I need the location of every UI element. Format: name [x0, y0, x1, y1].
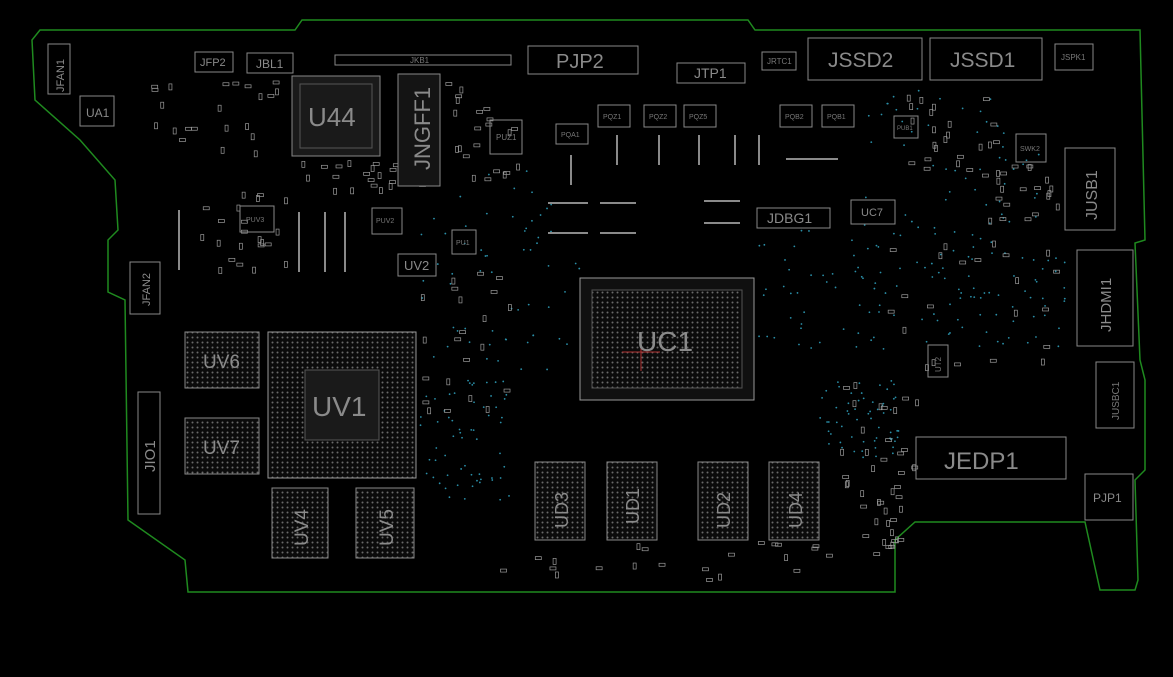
- label-jbl1: JBL1: [256, 57, 284, 71]
- label-pu1: PU1: [456, 240, 470, 247]
- label-uv7: UV7: [203, 438, 240, 459]
- label-u44: U44: [308, 102, 356, 132]
- component-uv2: UV2: [397, 253, 437, 277]
- component-puv2: PUV2: [371, 207, 403, 235]
- component-pqz5: PQZ5: [683, 104, 717, 128]
- component-jedp1: JEDP1: [915, 436, 1067, 480]
- component-pjp1: PJP1: [1084, 473, 1134, 521]
- label-jtp1: JTP1: [694, 65, 727, 81]
- label-puv3: PUV3: [246, 217, 264, 224]
- label-jhdmi1: JHDMI1: [1098, 278, 1115, 332]
- label-jfan1: JFAN1: [55, 59, 67, 92]
- component-jfp2: JFP2: [194, 51, 234, 73]
- component-jhdmi1: JHDMI1: [1076, 249, 1134, 347]
- label-ud4: UD4: [786, 492, 806, 528]
- component-uv4: UV4: [271, 487, 329, 559]
- component-jbl1: JBL1: [246, 52, 294, 74]
- component-ua1: UA1: [79, 95, 115, 127]
- label-ud3: UD3: [552, 492, 572, 528]
- label-jssd2: JSSD2: [828, 49, 893, 72]
- component-pqb1: PQB1: [821, 104, 855, 128]
- label-jkb1: JKB1: [410, 56, 430, 65]
- passive-pads: [151, 80, 1060, 582]
- component-ud2: UD2: [697, 461, 749, 541]
- label-puz1: PUZ1: [496, 133, 517, 142]
- label-jfp2: JFP2: [200, 57, 226, 69]
- label-pqz1: PQZ1: [603, 114, 621, 121]
- label-jusb1: JUSB1: [1084, 170, 1101, 220]
- label-ua1: UA1: [86, 106, 110, 120]
- component-pqa1: PQA1: [555, 123, 589, 145]
- label-ut2: UT2: [934, 356, 943, 372]
- label-uc1: UC1: [637, 326, 693, 357]
- component-pqz1: PQZ1: [597, 104, 631, 128]
- label-pjp1: PJP1: [1093, 491, 1122, 505]
- component-jusb1: JUSB1: [1064, 147, 1116, 231]
- label-pqz2: PQZ2: [649, 114, 667, 121]
- label-pub1: PUB1: [897, 126, 913, 132]
- component-uv7: UV7: [184, 417, 260, 475]
- label-jusbc1: JUSBC1: [1111, 381, 1122, 420]
- label-pjp2: PJP2: [556, 51, 604, 73]
- component-jssd2: JSSD2: [807, 37, 923, 81]
- component-uv6: UV6: [184, 331, 260, 389]
- component-pjp2: PJP2: [527, 45, 639, 75]
- label-pqb2: PQB2: [785, 114, 804, 121]
- component-uc1: UC1: [579, 277, 755, 401]
- component-jtp1: JTP1: [676, 62, 746, 84]
- board-outline: [31, 19, 1146, 593]
- component-u44: U44: [291, 75, 381, 157]
- component-jfan1: JFAN1: [47, 43, 71, 95]
- label-pqa1: PQA1: [561, 132, 580, 139]
- component-ud1: UD1: [606, 461, 658, 541]
- label-jfan2: JFAN2: [141, 273, 153, 306]
- label-uv4: UV4: [292, 509, 313, 546]
- component-puv3: PUV3: [239, 205, 275, 233]
- component-uv5: UV5: [355, 487, 415, 559]
- label-swk2: SWK2: [1020, 146, 1040, 153]
- component-jssd1: JSSD1: [929, 37, 1043, 81]
- component-jngff1: JNGFF1: [397, 73, 441, 187]
- component-ud3: UD3: [534, 461, 586, 541]
- label-puv2: PUV2: [376, 218, 394, 225]
- label-jedp1: JEDP1: [944, 448, 1019, 475]
- label-ud2: UD2: [714, 492, 734, 528]
- component-jio1: JIO1: [137, 391, 161, 515]
- component-jdbg1: JDBG1: [756, 207, 831, 229]
- label-pqb1: PQB1: [827, 114, 846, 121]
- label-uc7: UC7: [861, 207, 883, 219]
- component-uv1: UV1: [267, 331, 417, 479]
- label-jngff1: JNGFF1: [410, 87, 435, 170]
- label-jrtc1: JRTC1: [767, 57, 792, 66]
- label-pqz5: PQZ5: [689, 114, 707, 121]
- component-jspk1: JSPK1: [1054, 43, 1094, 71]
- component-ut2: UT2: [927, 344, 949, 378]
- component-jkb1: JKB1: [334, 54, 512, 66]
- label-jdbg1: JDBG1: [767, 210, 812, 226]
- component-uc7: UC7: [850, 199, 896, 225]
- label-jssd1: JSSD1: [950, 49, 1015, 72]
- label-uv5: UV5: [377, 509, 398, 546]
- label-uv1: UV1: [312, 391, 366, 422]
- component-pqz2: PQZ2: [643, 104, 677, 128]
- component-pub1: PUB1: [893, 115, 919, 139]
- label-uv6: UV6: [203, 352, 240, 373]
- label-ud1: UD1: [623, 488, 643, 524]
- component-pu1: PU1: [451, 229, 477, 255]
- component-jusbc1: JUSBC1: [1095, 361, 1135, 429]
- component-ud4: UD4: [768, 461, 820, 541]
- label-jio1: JIO1: [142, 440, 159, 472]
- component-jrtc1: JRTC1: [761, 51, 797, 71]
- component-puz1: PUZ1: [489, 119, 523, 155]
- component-jfan2: JFAN2: [129, 261, 161, 315]
- label-jspk1: JSPK1: [1061, 53, 1086, 62]
- label-uv2: UV2: [404, 258, 429, 273]
- component-swk2: SWK2: [1015, 133, 1047, 163]
- component-pqb2: PQB2: [779, 104, 813, 128]
